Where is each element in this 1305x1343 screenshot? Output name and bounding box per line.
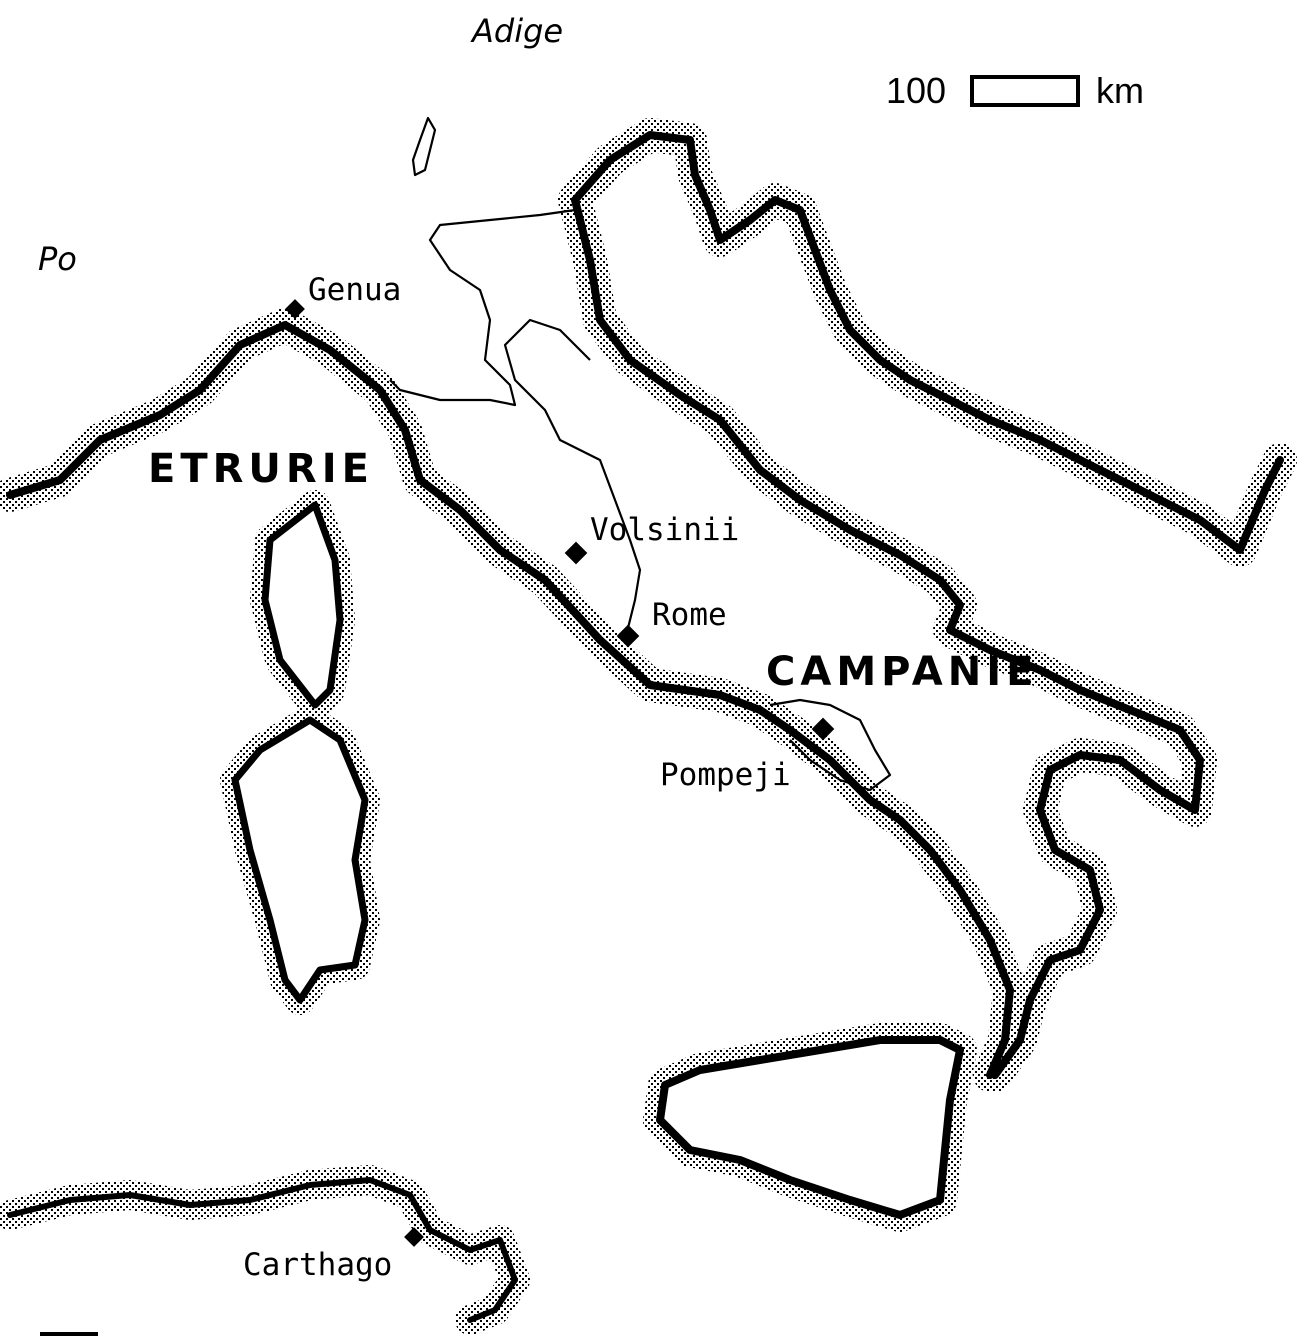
- scale-box: [970, 75, 1080, 107]
- city-marker-genua: [285, 299, 305, 319]
- city-label-genua: Genua: [308, 272, 401, 308]
- africa-coast: [0, 1165, 530, 1335]
- scale-bar: 100 km: [886, 70, 1144, 111]
- river-label-adige: Adige: [470, 12, 563, 50]
- boundary-central: [503, 318, 642, 641]
- boundary-campania: [769, 698, 892, 792]
- scale-unit: km: [1096, 70, 1144, 111]
- sicily-island: [643, 1023, 977, 1232]
- city-marker-pompeji: [811, 717, 835, 741]
- corner-rule: [40, 1332, 98, 1336]
- mainland-east-coast: [558, 118, 1297, 1092]
- lake-garda: [411, 116, 437, 177]
- city-marker-volsinii: [564, 541, 588, 565]
- city-marker-carthago: [404, 1227, 424, 1247]
- city-marker-rome: [616, 624, 640, 648]
- boundary-north: [389, 208, 576, 407]
- city-label-pompeji: Pompeji: [660, 757, 791, 793]
- sardinia-island: [220, 705, 380, 1015]
- region-label-campanie: CAMPANIE: [766, 649, 1038, 695]
- river-label-po: Po: [38, 240, 77, 278]
- mainland-west-coast: [0, 308, 1027, 1092]
- city-label-rome: Rome: [652, 597, 727, 633]
- city-label-carthago: Carthago: [243, 1247, 392, 1283]
- region-label-etrurie: ETRURIE: [148, 446, 374, 492]
- city-label-volsinii: Volsinii: [590, 512, 739, 548]
- scale-value: 100: [886, 70, 946, 111]
- corsica-island: [250, 490, 355, 720]
